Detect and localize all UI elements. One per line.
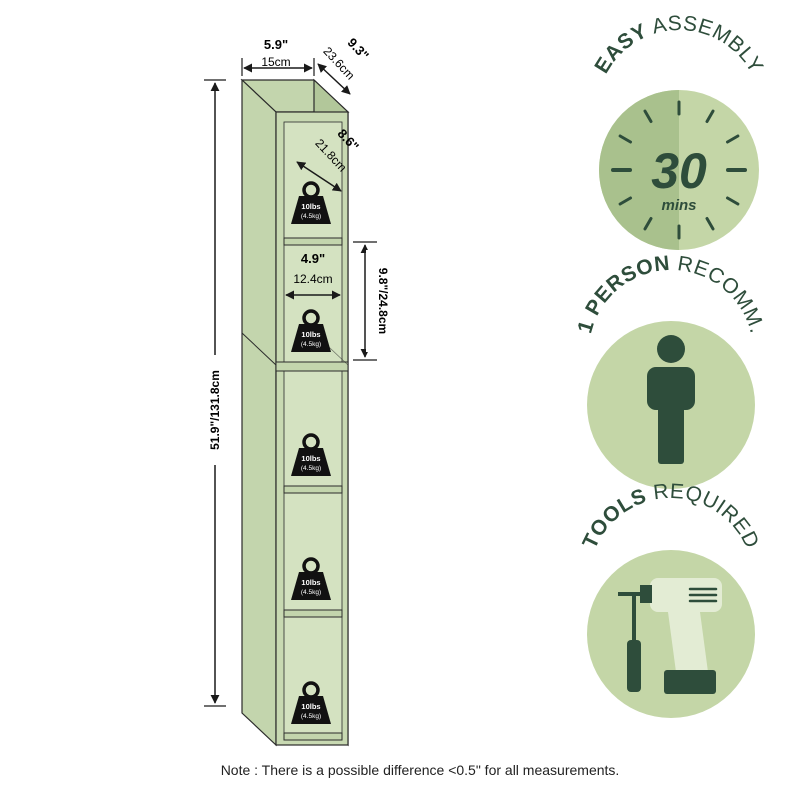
clock-icon xyxy=(599,90,759,250)
cube-height-label: 9.8"/24.8cm xyxy=(376,268,390,334)
assembly-minutes-unit: mins xyxy=(661,197,696,214)
easy-assembly-title: EASY ASSEMBLY xyxy=(590,12,767,78)
weight-icon: 10lbs (4.5kg) xyxy=(291,309,331,352)
weight-icon: 10lbs (4.5kg) xyxy=(291,681,331,724)
one-person-badge: 1 PERSON RECOMM. xyxy=(573,252,768,489)
shelf-4 xyxy=(283,609,343,618)
width-cm-label: 15cm xyxy=(261,55,290,69)
measurement-note: Note : There is a possible difference <0… xyxy=(220,762,620,778)
drill-icon xyxy=(618,578,722,694)
weight-icon: 10lbs (4.5kg) xyxy=(291,433,331,476)
height-label: 51.9"/131.8cm xyxy=(208,370,222,450)
shelf-2 xyxy=(275,361,349,372)
weight-amount-label: 10lbs xyxy=(301,578,320,587)
cube-width-inch-label: 4.9" xyxy=(301,251,325,266)
module-seam xyxy=(241,332,277,366)
weight-amount-label: 10lbs xyxy=(301,330,320,339)
weight-metric-label: (4.5kg) xyxy=(301,589,321,596)
easy-assembly-badge: EASY ASSEMBLY 30 mins xyxy=(590,12,767,250)
person-icon xyxy=(647,335,695,464)
weight-capacity-icons: 10lbs(4.5kg)10lbs(4.5kg)10lbs(4.5kg)10lb… xyxy=(291,181,331,724)
weight-metric-label: (4.5kg) xyxy=(301,465,321,472)
width-inch-label: 5.9" xyxy=(264,37,288,52)
tools-required-badge: TOOLS REQUIRED xyxy=(578,480,763,718)
screwdriver-icon xyxy=(627,596,641,692)
depth-inch-label: 9.3" xyxy=(345,35,373,63)
bookcase xyxy=(240,78,350,747)
dimension-depth: 9.3" 23.6cm xyxy=(317,35,373,95)
cube-width-cm-label: 12.4cm xyxy=(293,272,332,286)
bookcase-left-edge xyxy=(241,78,277,747)
assembly-minutes-number: 30 xyxy=(651,143,707,199)
shelf-3 xyxy=(283,485,343,494)
weight-metric-label: (4.5kg) xyxy=(301,713,321,720)
weight-metric-label: (4.5kg) xyxy=(301,341,321,348)
dimension-cube-height: 9.8"/24.8cm xyxy=(353,241,390,361)
weight-amount-label: 10lbs xyxy=(301,454,320,463)
weight-amount-label: 10lbs xyxy=(301,702,320,711)
weight-icon: 10lbs (4.5kg) xyxy=(291,557,331,600)
shelf-1 xyxy=(283,237,343,246)
tools-required-title: TOOLS REQUIRED xyxy=(578,480,763,552)
shelves xyxy=(275,237,349,741)
dimension-width: 5.9" 15cm xyxy=(241,37,315,76)
dimension-cube-width: 4.9" 12.4cm xyxy=(285,251,341,300)
weight-amount-label: 10lbs xyxy=(301,202,320,211)
shelf-bottom xyxy=(283,732,343,741)
dimension-height: 51.9"/131.8cm xyxy=(204,79,226,707)
weight-metric-label: (4.5kg) xyxy=(301,213,321,220)
